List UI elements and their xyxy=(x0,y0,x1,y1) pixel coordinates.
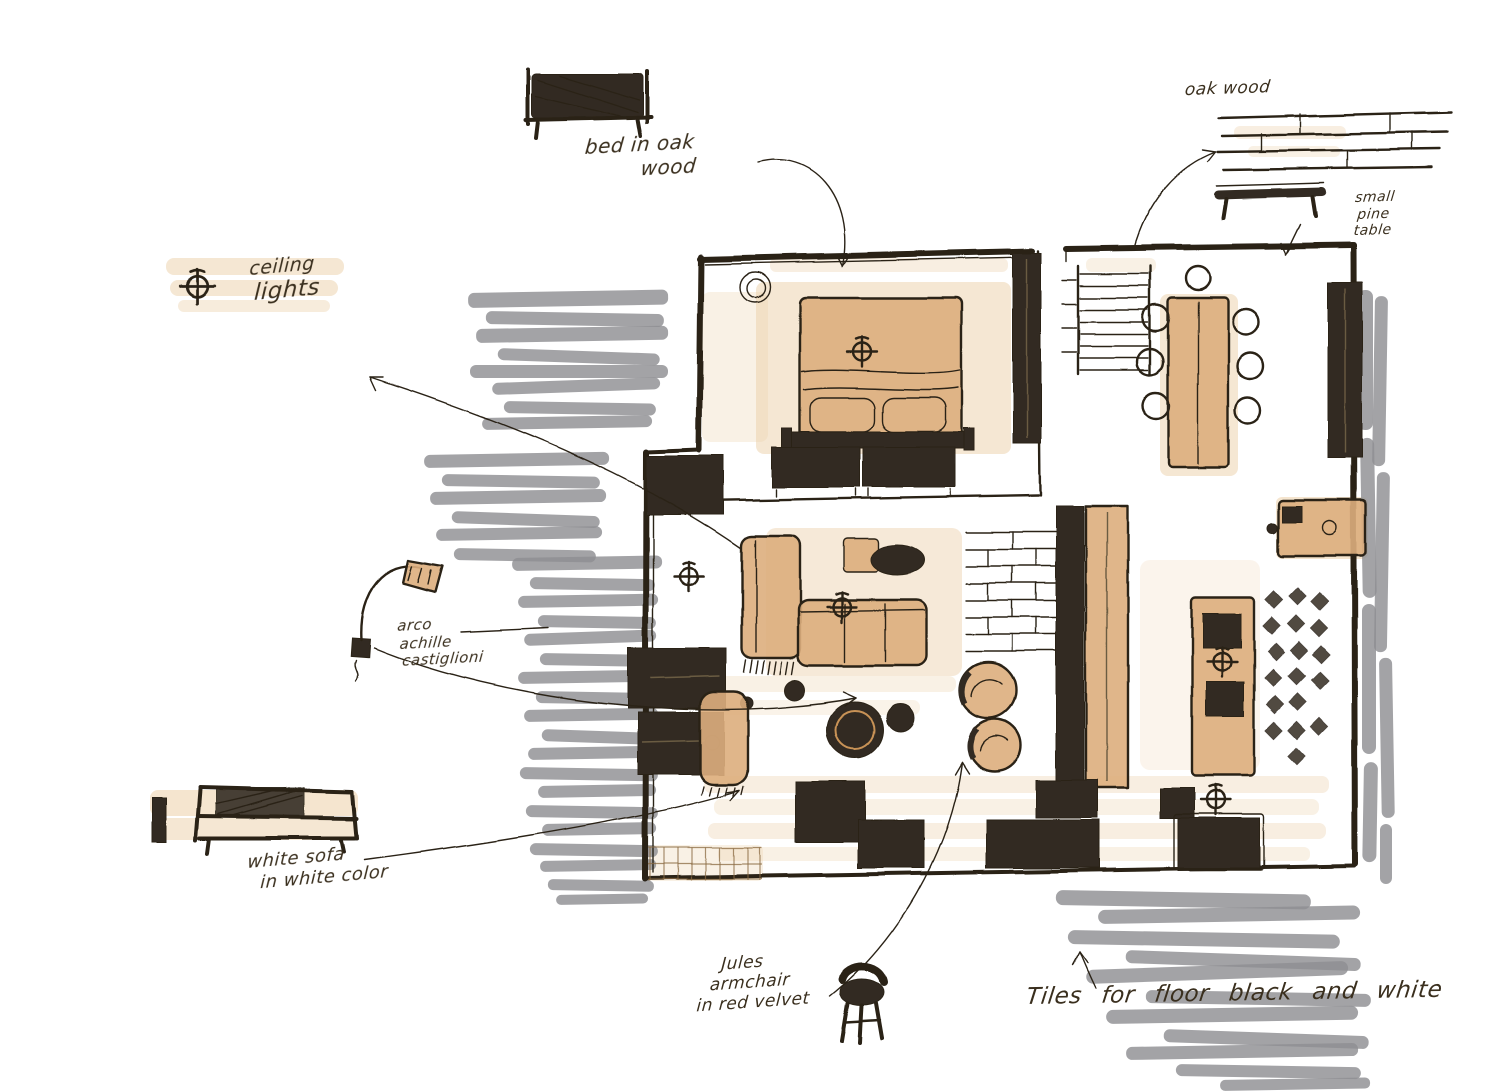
sofa-elevation-sketch xyxy=(151,786,358,855)
gray-marker-strokes-bottom-right xyxy=(1055,890,1371,1091)
armchair-sketch xyxy=(838,962,888,1044)
annotation-line: small xyxy=(1354,188,1396,207)
console-with-bowl-plan xyxy=(842,537,926,576)
annotation-line: table xyxy=(1352,221,1393,240)
ceiling-light-icon xyxy=(672,560,706,594)
gray-marker-strokes-left xyxy=(424,289,669,905)
annotation-jules-armchair: Jules armchair in red velvet xyxy=(696,948,813,1017)
gray-marker-strokes-right-edge xyxy=(1358,290,1395,884)
tan-marker-washes xyxy=(150,126,1368,881)
annotation-line: pine xyxy=(1356,205,1391,223)
bed-plan xyxy=(739,271,975,451)
annotation-line: oak wood xyxy=(1183,77,1272,101)
annotation-bed: bed in oak wood xyxy=(582,129,700,183)
annotation-ceiling-lights: ceiling lights xyxy=(247,252,321,308)
annotation-arco-lamp: arco achille castiglioni xyxy=(393,613,487,671)
annotation-arrows xyxy=(363,149,1301,997)
sofa-plan xyxy=(740,534,928,675)
tv-console-plan xyxy=(1190,596,1256,778)
bed-elevation-sketch xyxy=(524,68,654,140)
dining-table-plan xyxy=(1135,264,1265,470)
diamond-pattern xyxy=(1262,586,1331,766)
armchairs-plan xyxy=(958,660,1023,773)
dresser-plan xyxy=(771,446,956,497)
right-wardrobe-plan xyxy=(1327,281,1363,458)
brick-floor-hatch xyxy=(965,531,1059,652)
wood-planks-sketch xyxy=(1216,110,1454,172)
chaise-plan xyxy=(698,690,750,796)
annotation-oak-wood: oak wood xyxy=(1184,77,1272,100)
arco-lamp-sketch xyxy=(350,558,444,681)
kitchen-counter-plan xyxy=(1266,498,1368,558)
bottom-casework-plan xyxy=(794,779,1265,871)
partition-shelving-plan xyxy=(1055,504,1130,790)
coffee-tables-plan xyxy=(704,679,915,759)
ink-drawing xyxy=(151,68,1454,1044)
floor-tile-grid xyxy=(648,847,762,880)
bench-sketch xyxy=(1213,182,1327,220)
wardrobe-plan xyxy=(1012,252,1042,444)
annotation-side-table: small pine table xyxy=(1351,189,1396,240)
stairs-plan xyxy=(1061,264,1152,376)
annotation-line: wood xyxy=(639,152,698,180)
